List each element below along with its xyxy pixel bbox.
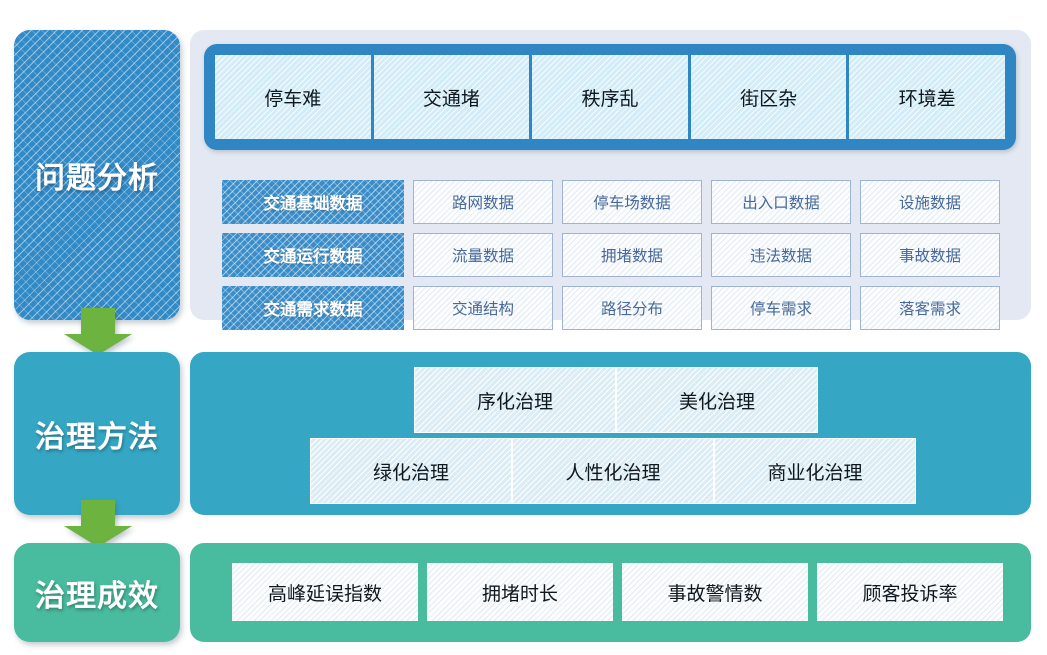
method-item-label: 人性化治理 bbox=[565, 462, 661, 484]
data-cell-label: 路网数据 bbox=[451, 195, 514, 212]
problem-list-frame: 停车难 交通堵 秩序乱 街区杂 环境差 bbox=[204, 44, 1016, 150]
method-item-label: 商业化治理 bbox=[767, 462, 863, 484]
data-cell-label: 流量数据 bbox=[451, 248, 514, 265]
data-cell[interactable]: 路网数据 bbox=[413, 180, 553, 224]
data-cell-label: 出入口数据 bbox=[742, 195, 820, 212]
data-row-basic: 交通基础数据 路网数据 停车场数据 出入口数据 设施数据 bbox=[222, 180, 1000, 224]
data-cell[interactable]: 流量数据 bbox=[413, 233, 553, 277]
data-cell[interactable]: 出入口数据 bbox=[711, 180, 851, 224]
panel-problem-analysis: 停车难 交通堵 秩序乱 街区杂 环境差 交通基础数据 bbox=[190, 30, 1031, 330]
data-cell-label: 停车场数据 bbox=[593, 195, 671, 212]
data-row-demand: 交通需求数据 交通结构 路径分布 停车需求 落客需求 bbox=[222, 286, 1000, 330]
data-cell[interactable]: 路径分布 bbox=[562, 286, 702, 330]
data-cell-label: 违法数据 bbox=[749, 248, 812, 265]
data-cell[interactable]: 停车场数据 bbox=[562, 180, 702, 224]
data-cell-label: 拥堵数据 bbox=[600, 248, 663, 265]
data-row-label-text: 交通需求数据 bbox=[263, 301, 363, 319]
problem-list: 停车难 交通堵 秩序乱 街区杂 环境差 bbox=[215, 55, 1005, 139]
problem-item-label: 交通堵 bbox=[422, 88, 480, 110]
panel-governance-method: 序化治理 美化治理 绿化治理 人性化治理 商业化治理 bbox=[190, 352, 1031, 515]
effect-metric-peak-delay-index[interactable]: 高峰延误指数 bbox=[232, 563, 418, 621]
data-cell[interactable]: 交通结构 bbox=[413, 286, 553, 330]
stage-label-governance-method: 治理方法 bbox=[14, 352, 180, 515]
stage-label-governance-effect: 治理成效 bbox=[14, 543, 180, 642]
problem-item-label: 街区杂 bbox=[740, 88, 798, 110]
method-item-label: 美化治理 bbox=[678, 391, 755, 413]
effect-metric-accident-alarm-count[interactable]: 事故警情数 bbox=[622, 563, 808, 621]
stage-effect-text: 治理成效 bbox=[35, 579, 159, 613]
arrow-down-icon bbox=[64, 500, 132, 547]
data-cell-label: 交通结构 bbox=[451, 301, 514, 318]
flow-arrow-method-to-effect bbox=[62, 500, 134, 548]
problem-item-label: 停车难 bbox=[264, 88, 322, 110]
data-row-operation: 交通运行数据 流量数据 拥堵数据 违法数据 事故数据 bbox=[222, 233, 1000, 277]
data-cell[interactable]: 事故数据 bbox=[860, 233, 1000, 277]
effect-metric-label: 拥堵时长 bbox=[481, 583, 558, 605]
effect-metric-customer-complaint-rate[interactable]: 顾客投诉率 bbox=[817, 563, 1003, 621]
method-item-commercialization[interactable]: 商业化治理 bbox=[714, 438, 916, 504]
problem-item-traffic-jam[interactable]: 交通堵 bbox=[373, 55, 530, 139]
effect-metric-list: 高峰延误指数 拥堵时长 事故警情数 顾客投诉率 bbox=[232, 563, 1003, 621]
method-row-upper: 序化治理 美化治理 bbox=[414, 367, 818, 433]
method-item-order[interactable]: 序化治理 bbox=[414, 367, 616, 433]
panel-governance-effect: 高峰延误指数 拥堵时长 事故警情数 顾客投诉率 bbox=[190, 543, 1031, 642]
data-cell[interactable]: 拥堵数据 bbox=[562, 233, 702, 277]
data-row-label-basic[interactable]: 交通基础数据 bbox=[222, 180, 404, 224]
flow-arrow-problem-to-method bbox=[62, 308, 134, 356]
problem-item-label: 环境差 bbox=[898, 88, 956, 110]
problem-item-parking[interactable]: 停车难 bbox=[215, 55, 371, 139]
method-row-lower: 绿化治理 人性化治理 商业化治理 bbox=[310, 438, 916, 504]
effect-metric-label: 事故警情数 bbox=[667, 583, 763, 605]
method-item-label: 序化治理 bbox=[476, 391, 553, 413]
method-item-humanization[interactable]: 人性化治理 bbox=[512, 438, 714, 504]
stage-method-text: 治理方法 bbox=[35, 420, 159, 454]
data-cell[interactable]: 落客需求 bbox=[860, 286, 1000, 330]
data-row-label-text: 交通运行数据 bbox=[263, 248, 363, 266]
problem-item-disorder[interactable]: 秩序乱 bbox=[532, 55, 688, 139]
problem-item-poor-environment[interactable]: 环境差 bbox=[849, 55, 1005, 139]
method-item-greening[interactable]: 绿化治理 bbox=[310, 438, 512, 504]
data-cell-label: 落客需求 bbox=[898, 301, 961, 318]
data-row-label-demand[interactable]: 交通需求数据 bbox=[222, 286, 404, 330]
data-cell-label: 停车需求 bbox=[749, 301, 812, 318]
data-cell[interactable]: 停车需求 bbox=[711, 286, 851, 330]
effect-metric-label: 顾客投诉率 bbox=[862, 583, 958, 605]
method-item-beautify[interactable]: 美化治理 bbox=[616, 367, 818, 433]
method-item-label: 绿化治理 bbox=[372, 462, 449, 484]
stage-problem-text: 问题分析 bbox=[35, 162, 159, 195]
data-cell-label: 设施数据 bbox=[898, 195, 961, 212]
data-cell-label: 路径分布 bbox=[600, 301, 663, 318]
data-cell-label: 事故数据 bbox=[898, 248, 961, 265]
effect-metric-label: 高峰延误指数 bbox=[267, 583, 382, 605]
stage-label-problem-analysis: 问题分析 bbox=[14, 30, 180, 320]
data-category-grid: 交通基础数据 路网数据 停车场数据 出入口数据 设施数据 交通运行数据 bbox=[222, 180, 1000, 330]
problem-item-messy-block[interactable]: 街区杂 bbox=[690, 55, 847, 139]
data-cell[interactable]: 设施数据 bbox=[860, 180, 1000, 224]
effect-metric-congestion-duration[interactable]: 拥堵时长 bbox=[427, 563, 613, 621]
problem-item-label: 秩序乱 bbox=[581, 88, 639, 110]
data-row-label-text: 交通基础数据 bbox=[263, 195, 363, 213]
data-row-label-operation[interactable]: 交通运行数据 bbox=[222, 233, 404, 277]
arrow-down-icon bbox=[64, 308, 132, 355]
data-cell[interactable]: 违法数据 bbox=[711, 233, 851, 277]
